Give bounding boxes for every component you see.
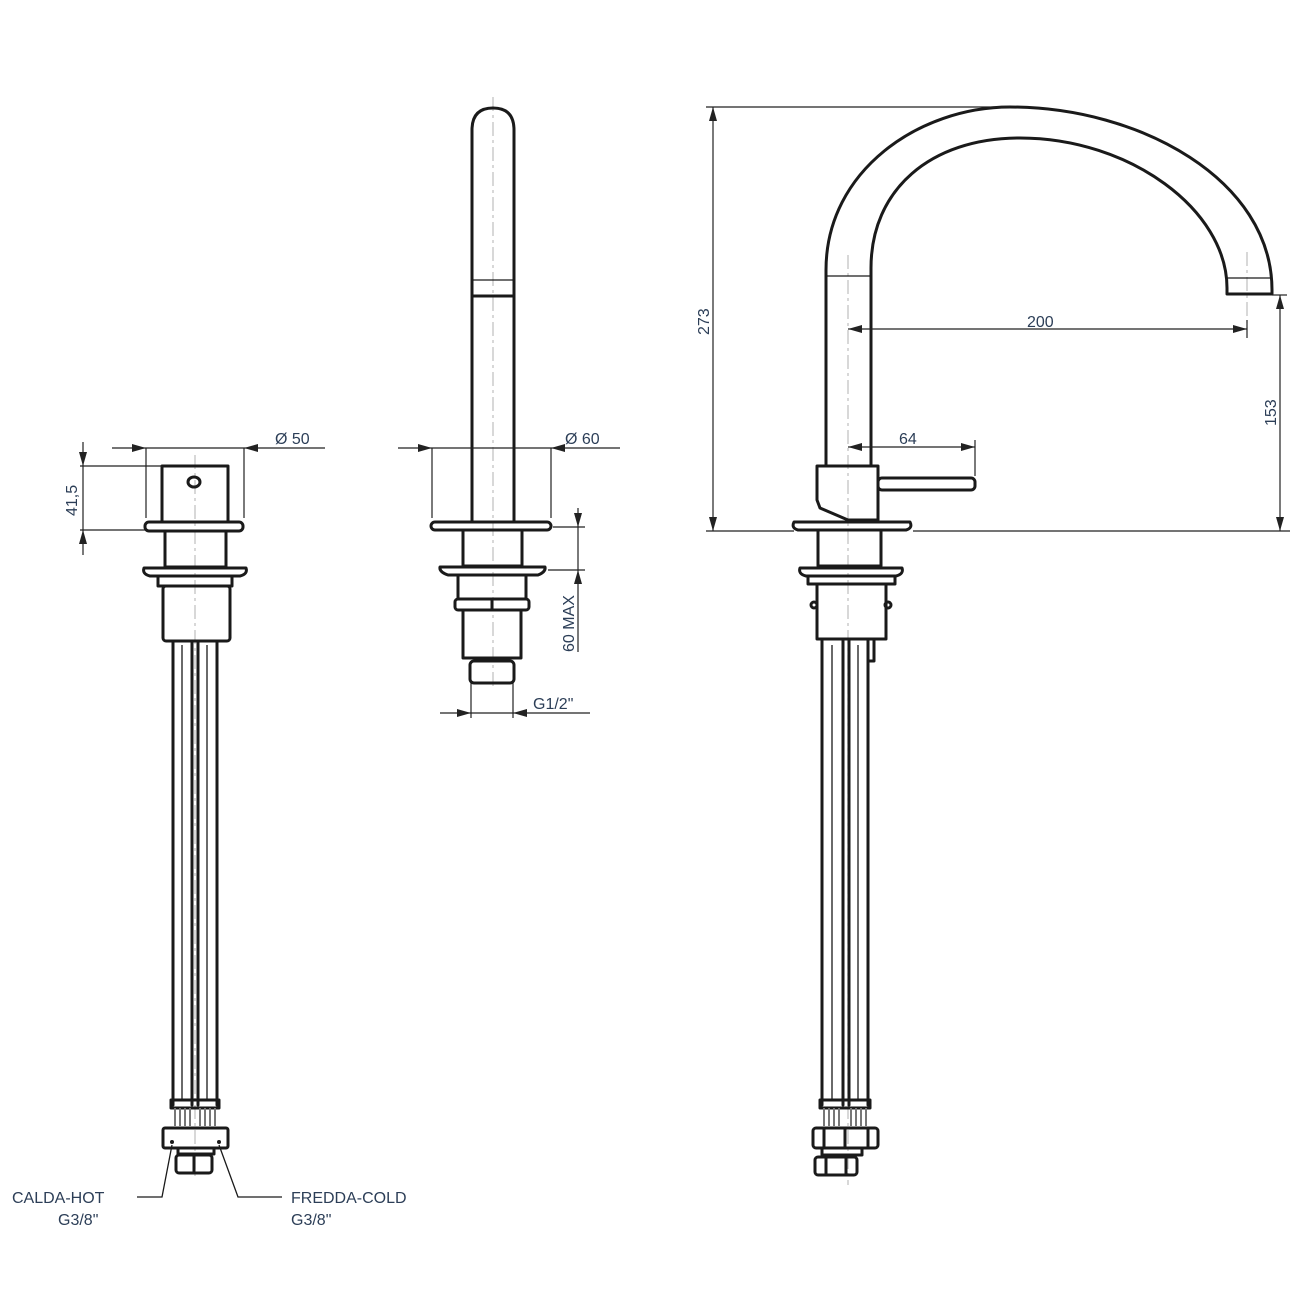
spout-thread-label: G1/2" <box>533 696 573 713</box>
cold-inlet-thread-label: G3/8" <box>291 1212 331 1229</box>
handle-height-label: 41,5 <box>64 485 81 516</box>
cold-inlet-label: FREDDA-COLD <box>291 1190 407 1207</box>
handle-unit-view <box>79 442 325 1198</box>
spout-reach-label: 200 <box>1027 314 1054 331</box>
handle-diameter-label: Ø 50 <box>275 431 310 448</box>
hot-inlet-label: CALDA-HOT <box>12 1190 105 1207</box>
lever-length-label: 64 <box>899 431 917 448</box>
spout-front-view <box>706 105 1290 1185</box>
lever-hole-icon <box>186 475 202 489</box>
spout-side-view <box>398 97 620 718</box>
hot-inlet-thread-label: G3/8" <box>58 1212 98 1229</box>
spout-height-label: 153 <box>1263 399 1280 426</box>
spout-diameter-label: Ø 60 <box>565 431 600 448</box>
max-thickness-label: 60 MAX <box>561 595 578 652</box>
total-height-label: 273 <box>696 308 713 335</box>
